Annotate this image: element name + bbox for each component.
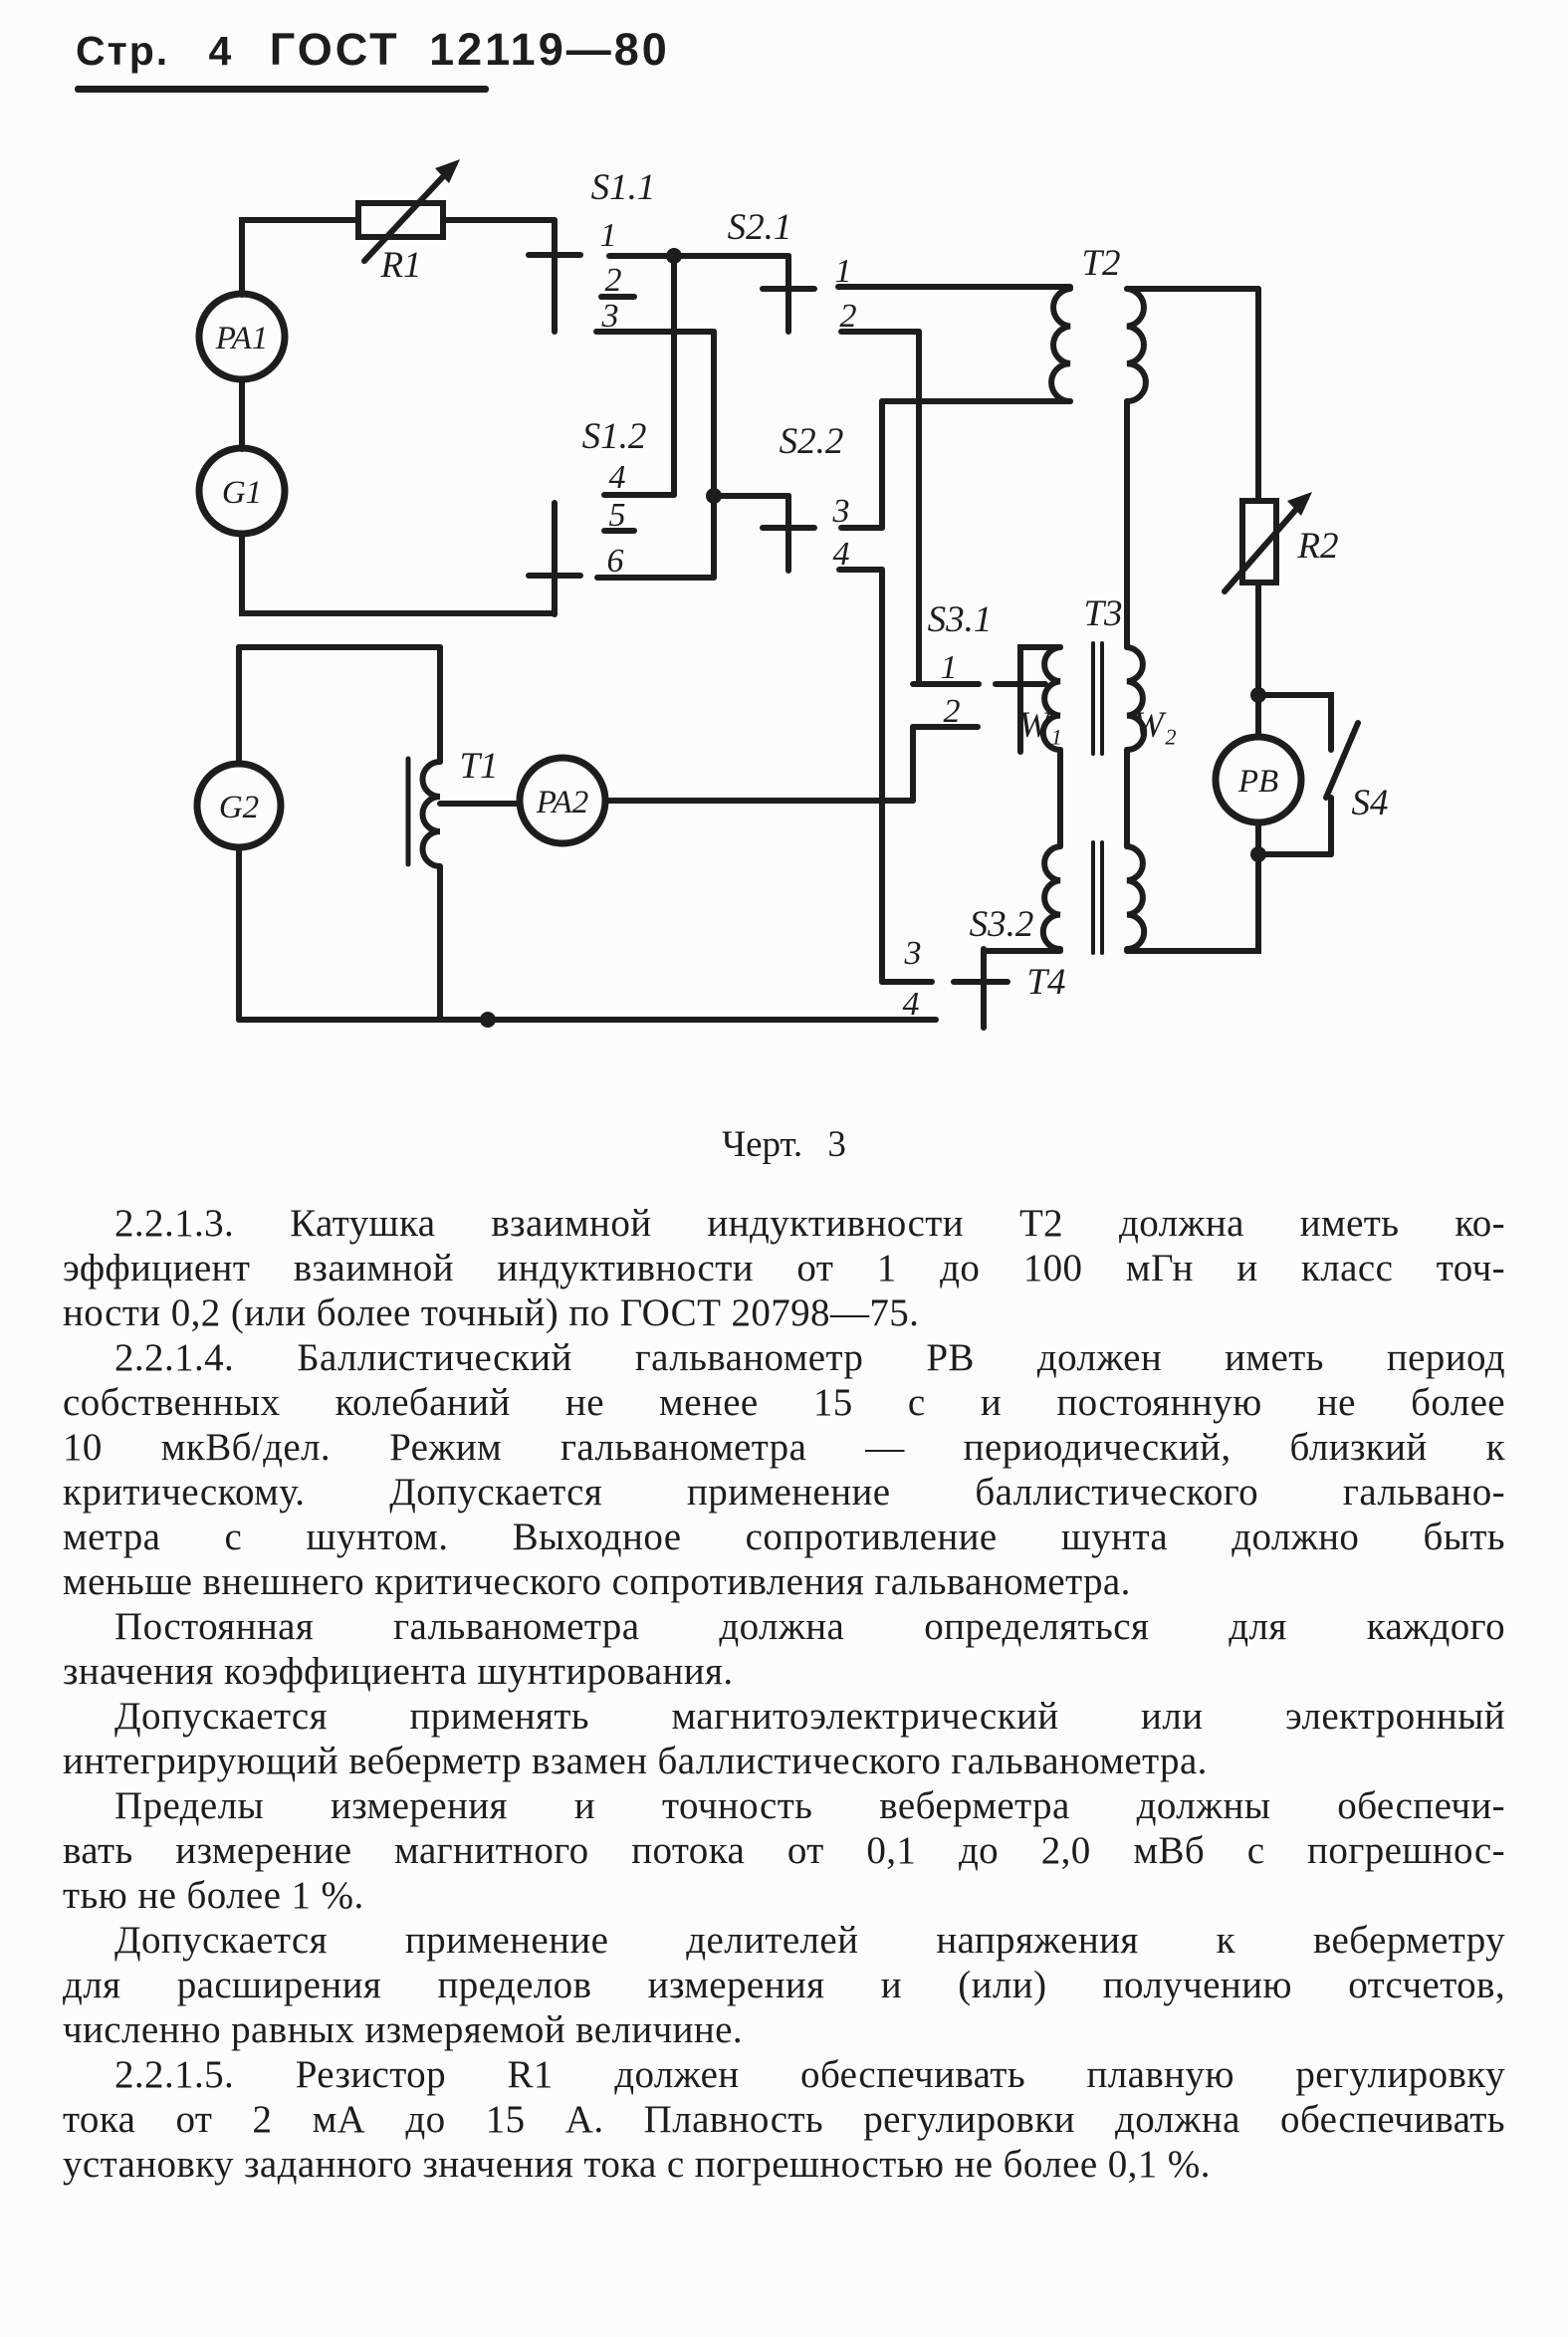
contact-number: 6 [607, 543, 624, 580]
r1-arrow-head [435, 159, 460, 183]
label-s3-2: S3.2 [970, 904, 1034, 945]
switch-s2-2 [760, 493, 885, 574]
junction-dot [706, 488, 722, 504]
text-line: для расширения пределов измерения и (или… [63, 1964, 1505, 2006]
text-line: меньше внешнего критического сопротивлен… [63, 1560, 1131, 1603]
text-line: 10 мкВб/дел. Режим гальванометра — перио… [63, 1426, 1505, 1469]
wire [239, 217, 361, 298]
label-w1: W₁ [1018, 705, 1062, 746]
contact-number: 5 [609, 497, 626, 534]
label-s2-1: S2.1 [728, 207, 792, 248]
text-line: тока от 2 мА до 15 А. Плавность регулиро… [63, 2098, 1505, 2141]
resistor-r2 [1222, 495, 1309, 594]
contact-number: 3 [601, 298, 619, 335]
figure-caption: Черт. 3 [722, 1124, 846, 1165]
junction-dot [1250, 687, 1266, 703]
label-g1: G1 [222, 475, 262, 511]
galvanometer-pb-circle [1212, 733, 1305, 826]
switch-s1-1 [526, 217, 791, 335]
generator-g2-circle [193, 760, 285, 851]
text-line: Допускается применять магнитоэлектрическ… [114, 1695, 1505, 1738]
text-line: Пределы измерения и точность веберметра … [114, 1784, 1505, 1827]
switch-s3-1 [910, 644, 1063, 755]
label-s1-1: S1.1 [591, 167, 656, 208]
text-line: Допускается применение делителей напряже… [114, 1919, 1505, 1962]
contact-number: 2 [840, 298, 857, 335]
label-w2: W₂ [1133, 705, 1177, 746]
label-pb: PB [1237, 764, 1278, 800]
text-line: установку заданного значения тока с погр… [63, 2143, 1211, 2186]
contact-number: 4 [833, 536, 850, 573]
label-t4: T4 [1026, 962, 1065, 1003]
generator-g1-circle [195, 444, 289, 538]
instruments [193, 290, 1305, 851]
label-t2: T2 [1081, 243, 1120, 284]
arrowheads [435, 159, 1312, 516]
text-line: 2.2.1.5. Резистор R1 должен обеспечивать… [114, 2053, 1505, 2096]
text-line: Постоянная гальванометра должна определя… [114, 1605, 1505, 1648]
contact-number: 3 [832, 493, 850, 530]
text-line: собственных колебаний не менее 15 с и по… [63, 1381, 1505, 1424]
contact-number: 1 [941, 649, 958, 686]
text-line: значения коэффициента шунтирования. [63, 1650, 734, 1693]
switch-s2-1 [760, 253, 1073, 335]
contact-number: 1 [600, 217, 617, 254]
text-line: ности 0,2 (или более точный) по ГОСТ 207… [63, 1291, 920, 1334]
page-number-label: Стр. 4 [76, 28, 234, 74]
ammeter-pa2-circle [516, 754, 609, 847]
text-line: вать измерение магнитного потока от 0,1 … [63, 1829, 1505, 1872]
junction-dots [480, 248, 1266, 1028]
circuit-diagram-figure: PA1 G1 G2 PA2 PB R1 R2 T1 T2 T3 T4 S4 W₁… [193, 159, 1389, 1031]
text-line: 2.2.1.3. Катушка взаимной индуктивности … [114, 1202, 1505, 1245]
text-line: эффициент взаимной индуктивности от 1 до… [63, 1247, 1505, 1289]
page-header: Стр. 4 ГОСТ 12119—80 [76, 24, 1489, 76]
standard-number: ГОСТ 12119—80 [269, 24, 670, 75]
label-pa1: PA1 [215, 321, 269, 356]
text-line: интегрирующий веберметр взамен баллистич… [63, 1740, 1208, 1782]
ammeter-pa1-circle [195, 290, 289, 383]
header-rule [75, 86, 489, 93]
wire [1124, 851, 1261, 954]
label-s3-1: S3.1 [928, 599, 993, 640]
text-line: критическому. Допускается применение бал… [63, 1471, 1505, 1514]
r2-arrow-head [1287, 492, 1312, 516]
switch-s4 [1255, 692, 1361, 857]
label-s1-2: S1.2 [582, 416, 647, 457]
contact-number: 4 [903, 986, 920, 1023]
switch-s1-2 [526, 492, 717, 617]
label-pa2: PA2 [536, 785, 589, 820]
transformer-t4 [1039, 840, 1148, 955]
switch-s3-2 [879, 946, 1063, 1031]
diagram-labels: PA1 G1 G2 PA2 PB R1 R2 T1 T2 T3 T4 S4 W₁… [215, 167, 1389, 1023]
text-line: численно равных измеряемой величине. [63, 2008, 744, 2051]
transformer-t3 [1039, 641, 1148, 756]
label-s4: S4 [1352, 783, 1389, 823]
contact-number: 3 [904, 935, 922, 972]
label-r1: R1 [379, 245, 421, 286]
label-r2: R2 [1296, 526, 1338, 567]
junction-dot [666, 248, 682, 264]
label-g2: G2 [219, 790, 259, 825]
contact-number: 4 [609, 459, 626, 496]
autotransformer-t1 [405, 644, 443, 1023]
transformer-t2 [879, 286, 1261, 650]
wires [236, 166, 1361, 1031]
contact-number: 2 [605, 262, 622, 299]
wire [239, 531, 558, 616]
contact-number: 2 [944, 693, 961, 730]
text-line: метра с шунтом. Выходное сопротивление ш… [63, 1516, 1505, 1558]
label-s2-2: S2.2 [780, 421, 844, 462]
text-line: тью не более 1 %. [63, 1874, 364, 1917]
junction-dot [1250, 846, 1266, 862]
resistor-r1 [355, 166, 453, 264]
label-t3: T3 [1083, 593, 1122, 634]
contact-number: 1 [835, 253, 852, 290]
body-text: 2.2.1.3. Катушка взаимной индуктивности … [63, 1201, 1505, 2187]
text-line: 2.2.1.4. Баллистический гальванометр РВ … [114, 1336, 1505, 1379]
label-t1: T1 [459, 746, 498, 787]
junction-dot [480, 1012, 496, 1028]
